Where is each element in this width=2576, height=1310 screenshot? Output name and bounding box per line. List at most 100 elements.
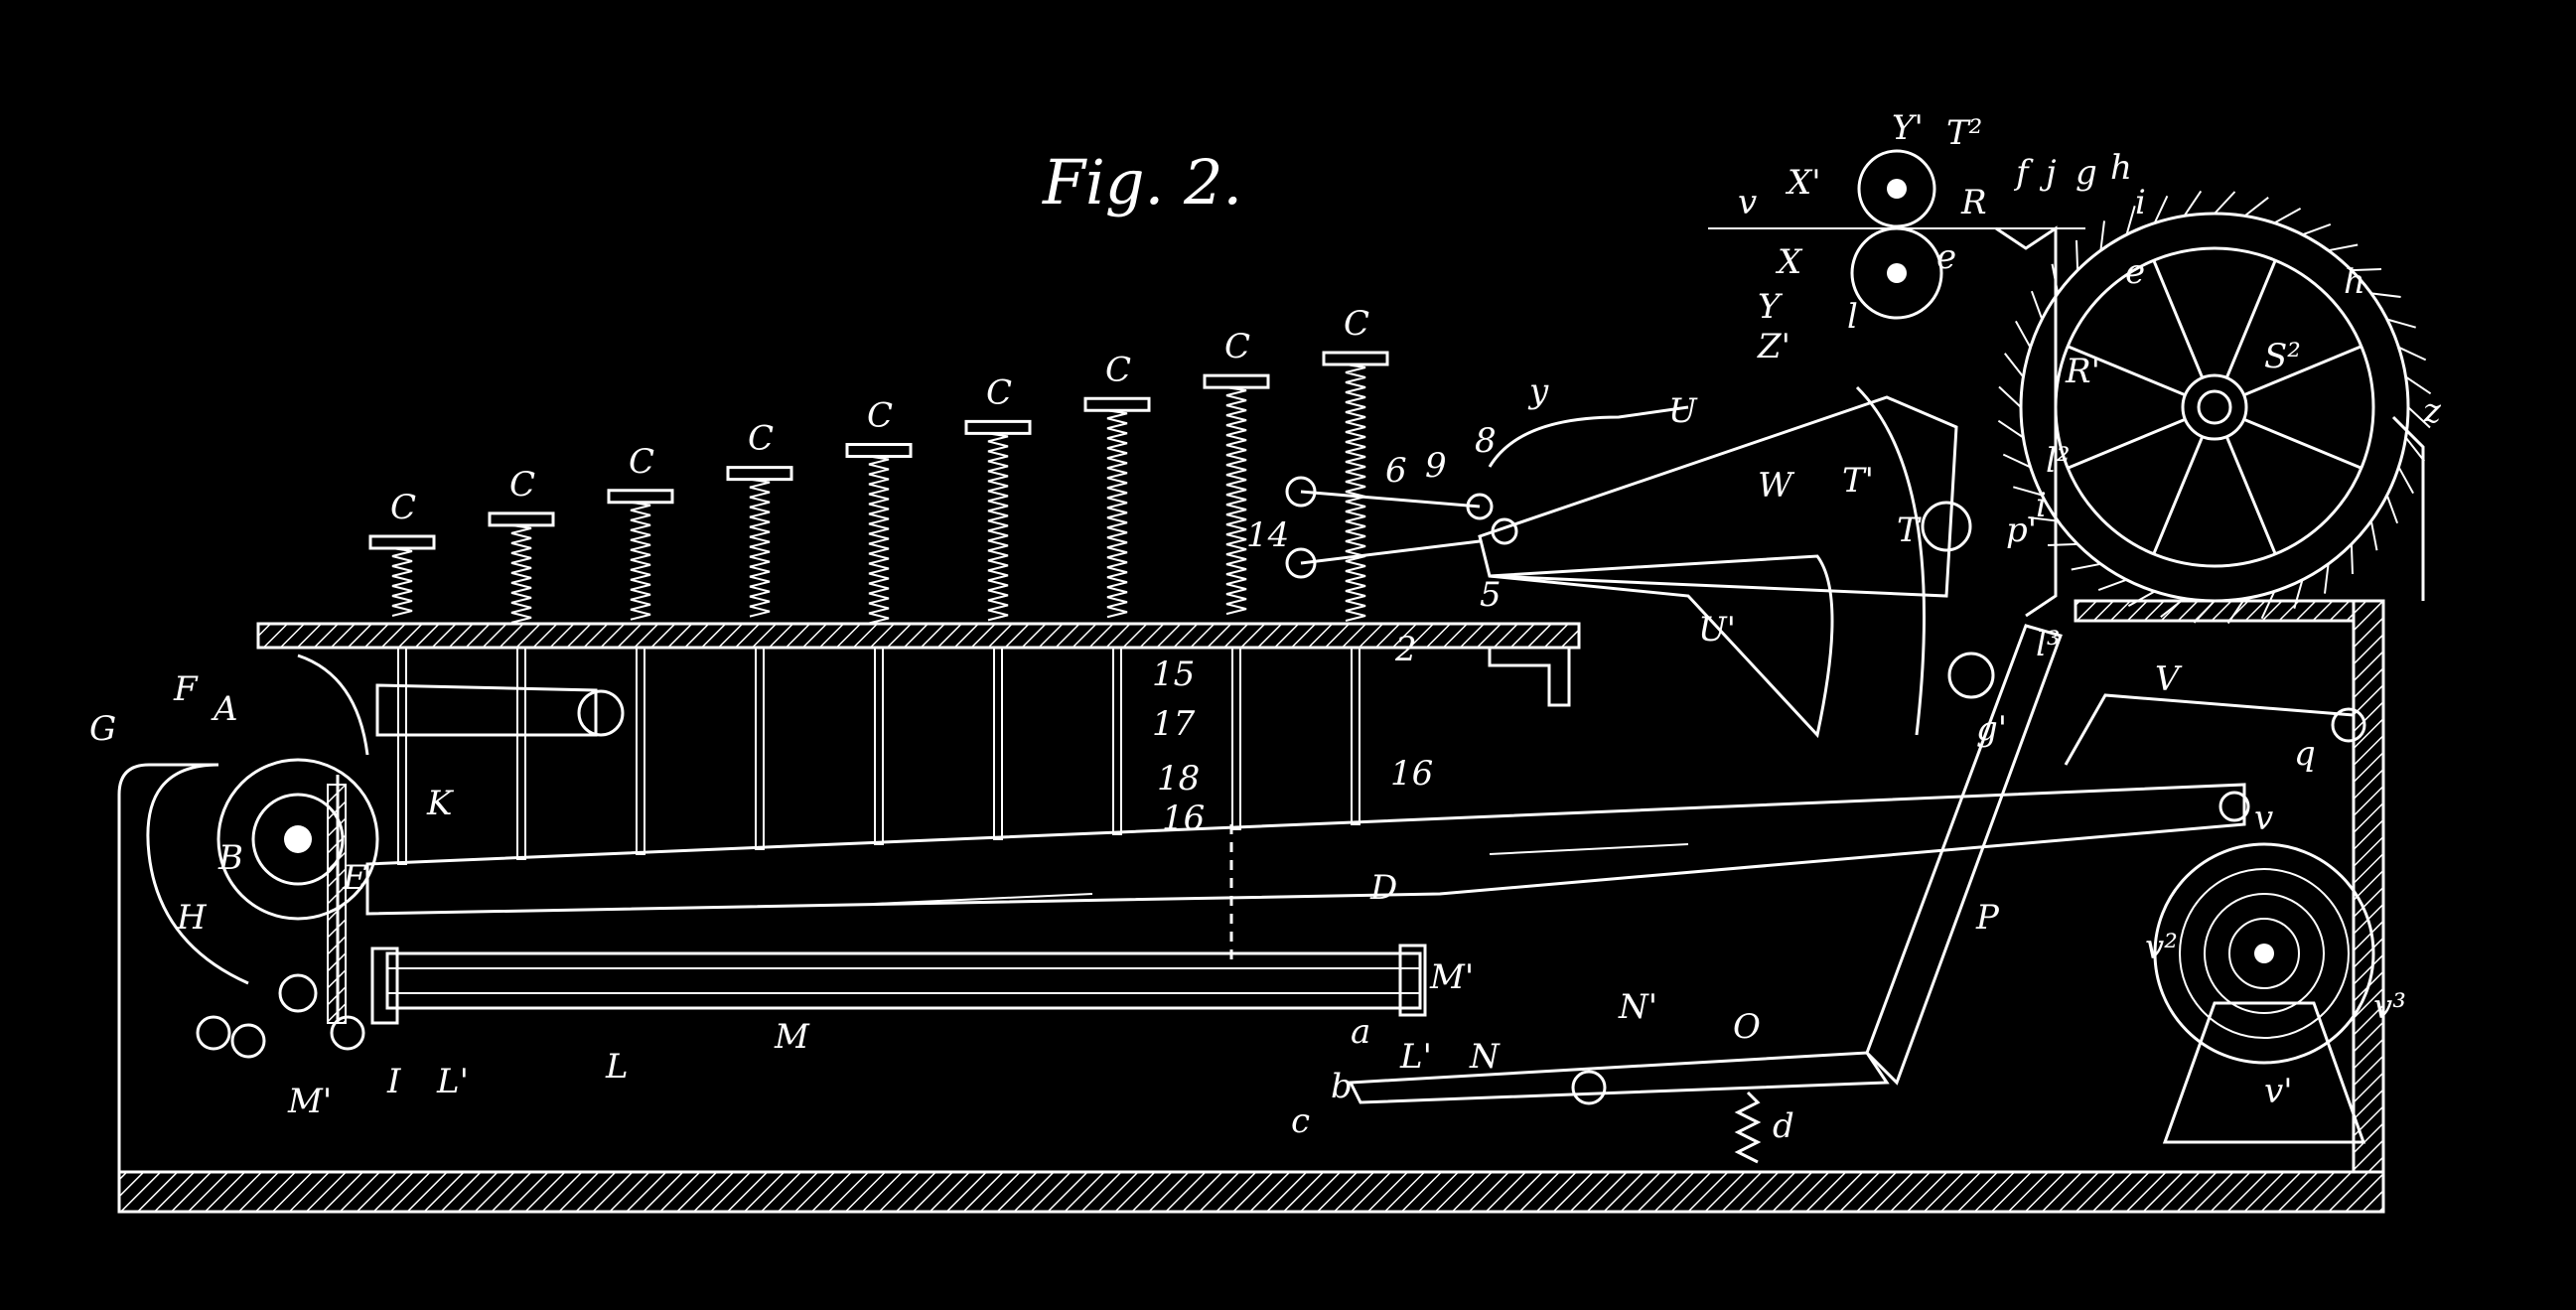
lever-D <box>365 783 2246 916</box>
lever-K <box>375 683 598 737</box>
label-p1: p' <box>2006 510 2037 550</box>
key-label: C <box>390 488 416 527</box>
label-G: G <box>89 709 116 749</box>
wheel-spoke <box>2067 417 2187 470</box>
label-D: D <box>1369 868 1397 908</box>
wheel-teeth <box>1997 190 2432 625</box>
key-stem <box>1112 647 1122 835</box>
roller-X1 <box>1857 149 1936 228</box>
label-z: z <box>2422 391 2442 431</box>
label-8: 8 <box>1475 421 1497 461</box>
label-E: E <box>342 858 367 898</box>
label-L: L <box>605 1047 629 1087</box>
label-R1: R' <box>2065 352 2100 391</box>
key-stem <box>516 647 526 860</box>
key-spring <box>1106 409 1128 619</box>
key-cap <box>964 419 1032 435</box>
label-17: 17 <box>1152 704 1196 744</box>
label-9: 9 <box>1425 446 1447 486</box>
key-6: C <box>964 372 1032 840</box>
figure-title: Fig. 2. <box>1042 146 1242 218</box>
front-wall <box>117 763 218 1172</box>
wheel-spoke <box>2152 259 2205 379</box>
key-stem <box>755 647 765 850</box>
label-2: 2 <box>1394 630 1417 669</box>
label-b: b <box>1331 1067 1353 1106</box>
label-H: H <box>176 898 208 938</box>
band-V <box>2064 693 2355 766</box>
wheel-spoke <box>2242 345 2362 397</box>
label-e2: e <box>2125 252 2145 292</box>
key-cap <box>488 511 555 527</box>
end-cap-M1 <box>1398 944 1427 1017</box>
label-f: f <box>2013 153 2034 193</box>
label-15: 15 <box>1152 655 1195 694</box>
arm-U1 <box>1489 554 1834 739</box>
label-L1-right: L' <box>1399 1037 1432 1077</box>
label-X1: X' <box>1785 163 1821 203</box>
label-S2: S² <box>2264 337 2301 376</box>
label-I: I <box>386 1062 401 1101</box>
spring-d <box>1734 1091 1762 1164</box>
label-T1: T' <box>1842 461 1874 501</box>
wheel-spoke <box>2224 259 2277 379</box>
wheel-spoke <box>2152 435 2205 555</box>
key-spring <box>1345 364 1366 622</box>
label-X: X <box>1775 242 1803 282</box>
label-W: W <box>1758 466 1795 506</box>
key-cap <box>1203 373 1270 389</box>
label-c: c <box>1291 1101 1310 1141</box>
label-l: l <box>1847 297 1858 337</box>
key-label: C <box>1224 327 1250 366</box>
label-N: N <box>1469 1037 1501 1077</box>
label-F: F <box>173 669 199 709</box>
key-2: C <box>488 465 555 860</box>
label-v: v <box>2254 799 2273 838</box>
pivot-D <box>2218 791 2250 822</box>
label-R: R <box>1960 183 1987 222</box>
label-16a: 16 <box>1390 754 1433 794</box>
base-plate <box>117 1170 2385 1214</box>
key-spring <box>868 455 890 625</box>
label-B: B <box>217 838 243 878</box>
key-1: C <box>368 488 436 865</box>
key-7: C <box>1083 350 1151 835</box>
key-3: C <box>607 442 674 855</box>
key-spring <box>510 523 532 624</box>
pinion-T <box>1921 501 1972 552</box>
key-5: C <box>845 396 913 845</box>
key-label: C <box>867 396 893 436</box>
label-y: y <box>1527 371 1549 411</box>
label-a: a <box>1351 1012 1370 1052</box>
label-U1: U' <box>1698 610 1736 650</box>
label-Y1: Y' <box>1892 108 1924 148</box>
key-4: C <box>726 419 793 850</box>
key-spring <box>391 547 413 617</box>
label-g: g <box>2075 153 2097 193</box>
label-h: h <box>2110 148 2132 188</box>
drum-stand <box>2162 1001 2366 1144</box>
key-spring <box>630 501 651 621</box>
key-stem <box>1231 647 1241 830</box>
key-spring <box>749 478 771 618</box>
sector-arc <box>1855 385 1926 736</box>
key-cap <box>368 534 436 550</box>
link-P <box>1865 624 2063 1086</box>
key-label: C <box>629 442 654 482</box>
label-e: e <box>1936 237 1956 277</box>
label-K: K <box>426 784 455 823</box>
label-l3: l³ <box>2036 625 2061 664</box>
key-cap <box>607 489 674 505</box>
label-6: 6 <box>1385 451 1407 491</box>
label-v2: v² <box>2145 928 2178 967</box>
key-label: C <box>986 372 1012 412</box>
label-5: 5 <box>1480 575 1502 615</box>
key-stem <box>1351 647 1360 825</box>
label-i2: i <box>2036 486 2047 525</box>
key-label: C <box>1105 350 1131 389</box>
rear-wall <box>2352 599 2385 1174</box>
key-cap <box>1083 396 1151 412</box>
